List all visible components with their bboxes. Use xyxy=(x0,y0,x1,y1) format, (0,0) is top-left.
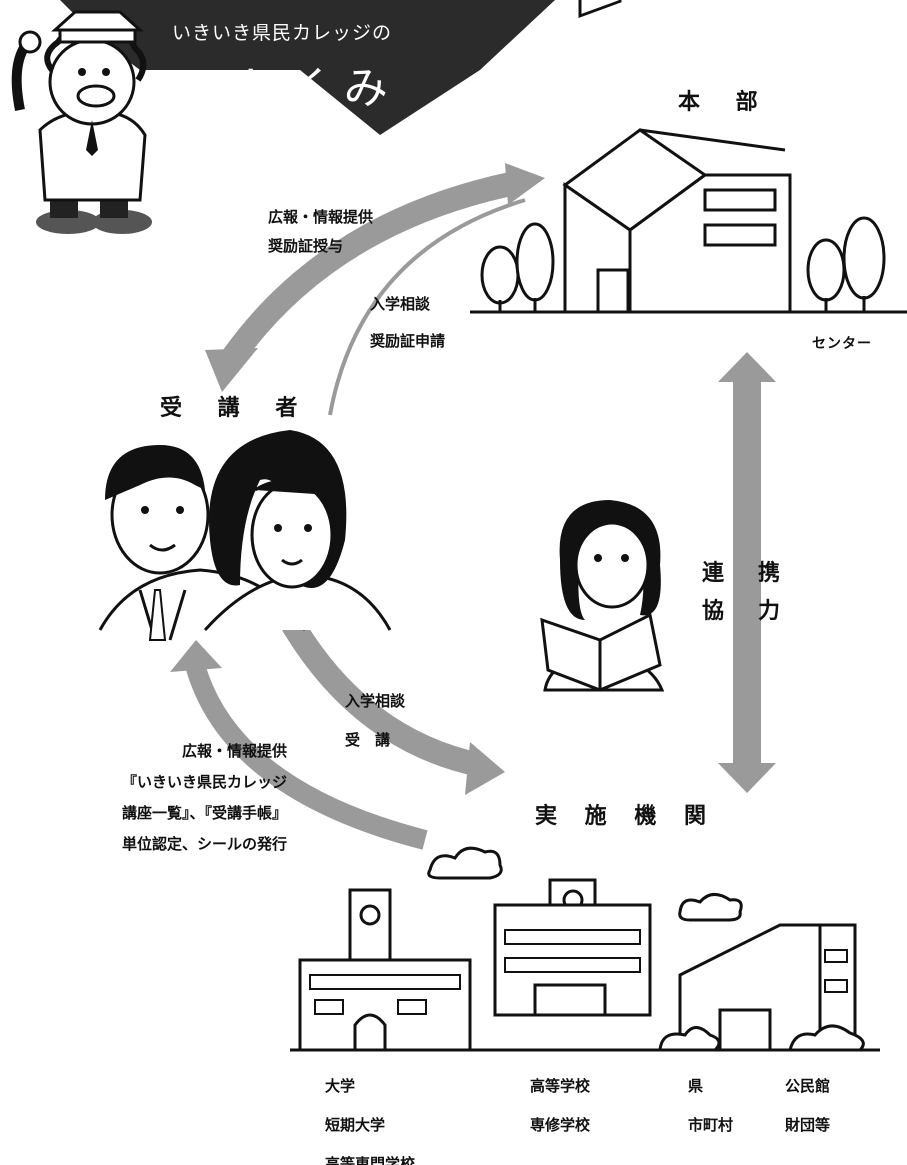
flow-text: 単位認定、シールの発行 xyxy=(122,835,288,853)
flow-text: 入学相談 xyxy=(370,295,431,313)
banner-subtitle: いきいき県民カレッジの xyxy=(172,22,393,44)
flow-text: 入学相談 xyxy=(345,692,406,710)
institution-name: 高等専門学校 xyxy=(325,1155,416,1165)
institution-name: 短期大学 xyxy=(325,1116,386,1134)
flow-students-to-hq: 入学相談 奨励証申請 xyxy=(370,293,445,359)
flow-text: 広報・情報提供 xyxy=(268,208,374,226)
institution-list-3: 県 市町村 xyxy=(688,1075,733,1143)
institution-name: 県 xyxy=(688,1077,704,1095)
institution-name: 市町村 xyxy=(688,1116,734,1134)
institution-name: 財団等 xyxy=(785,1116,831,1134)
center-label: センター xyxy=(812,336,872,352)
institution-list-2: 高等学校 専修学校 xyxy=(530,1075,590,1143)
arrow-students-to-hq xyxy=(328,198,526,416)
flow-text: 奨励証申請 xyxy=(370,332,446,350)
flow-text: 講座一覧』、『受講手帳』 xyxy=(122,804,288,822)
institutions-label: 実 施 機 関 xyxy=(535,804,716,829)
institution-name: 大学 xyxy=(325,1077,356,1095)
institution-name: 公民館 xyxy=(785,1077,831,1095)
arrow-cooperation xyxy=(733,380,761,765)
cooperation-char: 協 xyxy=(702,599,725,624)
students-label: 受 講 者 xyxy=(160,396,312,421)
arrow-students-to-institutions xyxy=(279,613,483,777)
cooperation-char: 力 xyxy=(758,599,781,624)
cooperation-char: 連 xyxy=(702,561,725,586)
arrow-institutions-to-students xyxy=(185,662,428,850)
flow-text: 『いきいき県民カレッジ xyxy=(122,773,288,791)
flow-students-to-institutions: 入学相談 受 講 xyxy=(345,690,405,758)
cooperation-char: 携 xyxy=(758,561,781,586)
flow-text: 奨励証授与 xyxy=(268,237,344,255)
flow-institutions-to-students: 広報・情報提供 『いきいき県民カレッジ 講座一覧』、『受講手帳』 単位認定、シー… xyxy=(122,740,287,862)
cooperation-label: 連 携 協 力 xyxy=(702,555,780,631)
institution-list-4: 公民館 財団等 xyxy=(785,1075,830,1143)
headquarters-label: 本 部 xyxy=(678,90,772,115)
institution-list-1: 大学 短期大学 高等専門学校 xyxy=(325,1075,415,1165)
institution-name: 専修学校 xyxy=(530,1116,591,1134)
professor-illustration xyxy=(11,10,152,234)
flow-text: 広報・情報提供 xyxy=(182,742,288,760)
arrow-hq-to-students xyxy=(222,170,523,365)
institution-name: 高等学校 xyxy=(530,1077,591,1095)
banner-title: しくみ xyxy=(238,63,396,114)
flow-text: 受 講 xyxy=(345,731,391,749)
flow-hq-to-students: 広報・情報提供 奨励証授与 xyxy=(268,206,373,264)
